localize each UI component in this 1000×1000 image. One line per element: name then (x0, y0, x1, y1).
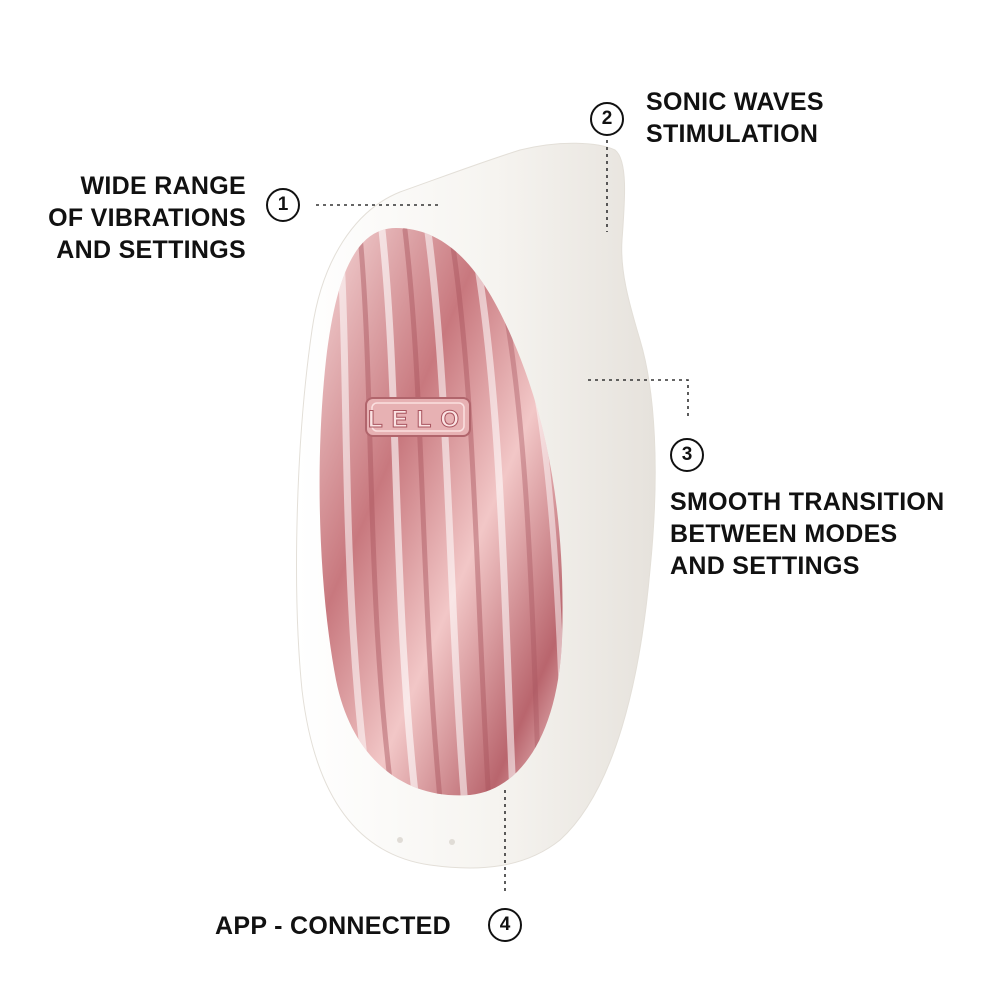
logo-plaque (365, 397, 471, 437)
callout-vibrations-label: WIDE RANGE OF VIBRATIONS AND SETTINGS (48, 170, 246, 266)
callout-3-number: 3 (670, 438, 704, 472)
rose-gold-panel (319, 228, 563, 796)
callout-2-number: 2 (590, 102, 624, 136)
callout-2-line-1: SONIC WAVES (646, 88, 824, 116)
button-dot (397, 837, 403, 843)
callout-1-number: 1 (266, 188, 300, 222)
leader-lines (316, 140, 689, 892)
callout-4-number: 4 (488, 908, 522, 942)
callout-1-line-1: WIDE RANGE (80, 172, 246, 200)
callout-transition-label: SMOOTH TRANSITION BETWEEN MODES AND SETT… (670, 486, 945, 582)
callout-3-line-2: BETWEEN MODES (670, 520, 898, 548)
leader-line-3 (588, 379, 689, 420)
callout-app-connected-label: APP - CONNECTED (215, 910, 451, 942)
callout-1-line-2: OF VIBRATIONS (48, 204, 246, 232)
logo-text: LELO (368, 406, 468, 433)
button-dot (449, 839, 455, 845)
callout-3-line-3: AND SETTINGS (670, 552, 860, 580)
callout-4-line-1: APP - CONNECTED (215, 912, 452, 940)
callout-3-line-1: SMOOTH TRANSITION (670, 488, 945, 516)
callout-2-line-2: STIMULATION (646, 120, 819, 148)
callout-sonic-waves-label: SONIC WAVES STIMULATION (646, 86, 824, 150)
callout-1-line-3: AND SETTINGS (56, 236, 246, 264)
